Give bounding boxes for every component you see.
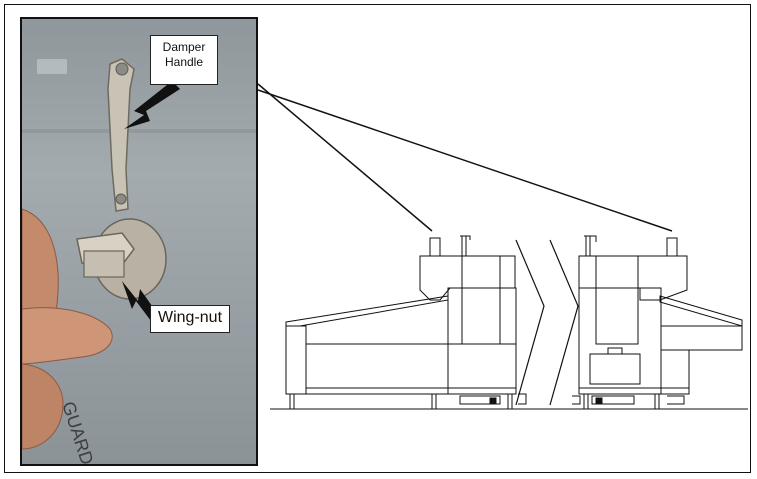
right-door bbox=[595, 255, 639, 345]
left-leg-2 bbox=[431, 393, 437, 410]
right-side-body bbox=[660, 325, 743, 351]
left-end-cap bbox=[285, 325, 307, 395]
wing-nut-callout: Wing-nut bbox=[150, 305, 230, 333]
right-lower-body bbox=[660, 349, 690, 395]
damper-callout-line2: Handle bbox=[164, 55, 204, 69]
left-conveyor-top bbox=[285, 295, 449, 327]
break-line-right bbox=[549, 239, 579, 406]
left-pipe-stub bbox=[518, 393, 527, 405]
right-pipe-stub bbox=[572, 395, 581, 405]
panel-glare bbox=[37, 59, 67, 74]
break-line-left bbox=[515, 239, 545, 406]
damper-arrow bbox=[124, 81, 180, 129]
left-machine bbox=[285, 235, 527, 410]
left-wash-section bbox=[447, 287, 517, 395]
left-lower-body bbox=[305, 343, 517, 395]
wing-nut bbox=[76, 232, 135, 278]
right-damper-handle bbox=[584, 235, 597, 257]
left-chimney bbox=[429, 237, 441, 257]
left-drain-box bbox=[459, 395, 501, 405]
right-chimney bbox=[666, 237, 678, 257]
right-drain-valve bbox=[595, 397, 603, 404]
figure-frame bbox=[4, 4, 751, 473]
panel-seam bbox=[22, 129, 256, 133]
break-symbol bbox=[515, 239, 579, 406]
left-damper-handle bbox=[460, 235, 471, 257]
right-access-panel bbox=[589, 353, 641, 385]
right-leg-2 bbox=[654, 393, 660, 410]
leader-line-left bbox=[257, 83, 433, 232]
left-leg-3 bbox=[507, 393, 513, 410]
hand bbox=[22, 208, 113, 450]
left-leg-1 bbox=[289, 393, 295, 410]
left-hood bbox=[419, 255, 516, 301]
right-drain-box bbox=[591, 395, 635, 405]
right-hood bbox=[578, 255, 688, 301]
photo-drawing: GUARD for bbox=[22, 58, 256, 464]
right-panel-handle bbox=[607, 347, 623, 355]
damper-handle bbox=[107, 58, 135, 212]
left-drain-valve bbox=[489, 397, 497, 404]
damper-photo: GUARD for bbox=[20, 17, 258, 466]
damper-handle-callout: Damper Handle bbox=[150, 35, 218, 85]
right-pipe-out bbox=[667, 395, 685, 405]
leader-line-right bbox=[257, 89, 673, 232]
right-machine bbox=[572, 235, 743, 410]
left-door bbox=[461, 255, 501, 345]
right-conveyor-top bbox=[659, 295, 743, 327]
damper-callout-line1: Damper bbox=[162, 40, 206, 54]
right-leg-1 bbox=[583, 393, 589, 410]
right-wash-section bbox=[578, 287, 662, 395]
